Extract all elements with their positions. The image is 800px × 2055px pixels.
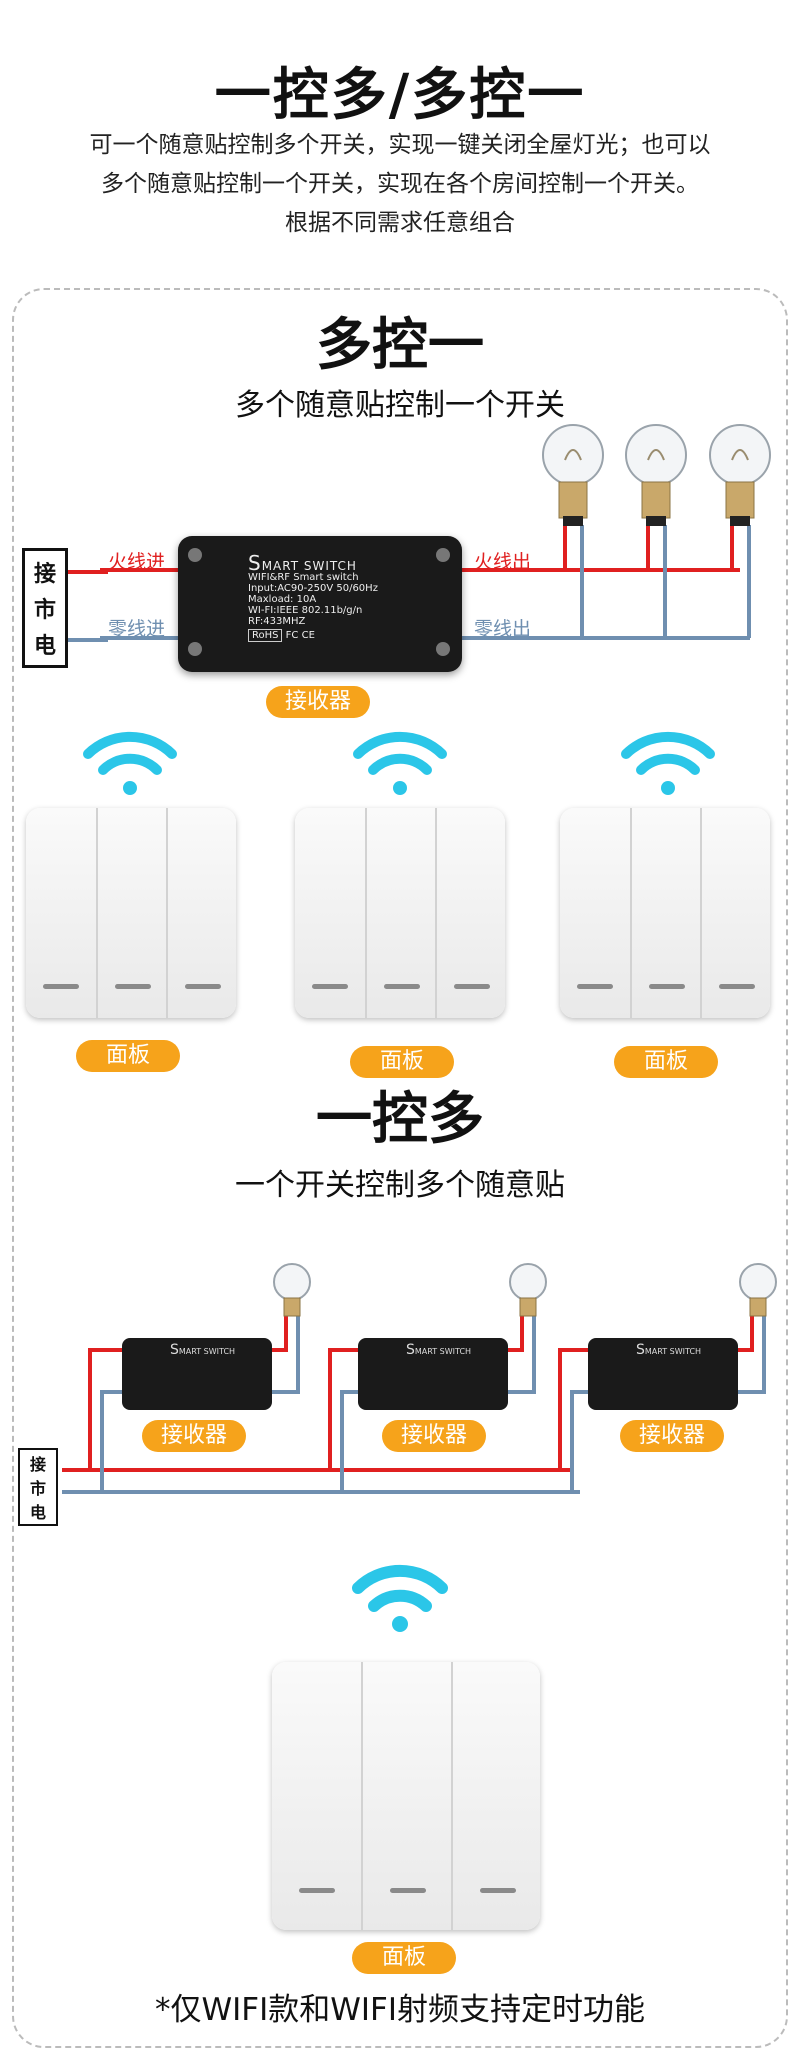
receiver-device: SMART SWITCH [588,1338,738,1410]
bulb-icon [709,424,771,526]
wifi-icon [83,731,177,795]
neutral-out-label: 零线出 [474,618,532,640]
receiver-tag: 接收器 [142,1420,246,1452]
receiver-tag: 接收器 [382,1420,486,1452]
bulb-icon [739,1263,777,1317]
wall-switch-panel[interactable] [26,808,236,1018]
description-line-1: 可一个随意贴控制多个开关，实现一键关闭全屋灯光；也可以 [89,132,711,158]
wall-switch-panel[interactable] [560,808,770,1018]
section-a-subtitle: 多个随意贴控制一个开关 [235,388,565,423]
page-title: 一控多/多控一 [214,63,586,128]
bulb-icon [625,424,687,526]
content-panel [12,288,788,2048]
receiver-device: SMART SWITCH [358,1338,508,1410]
receiver-tag: 接收器 [266,686,370,718]
wifi-icon [353,731,447,795]
mains-power-box: 接 市 电 [22,548,68,668]
bulb-icon [509,1263,547,1317]
bulb-wires [563,525,751,638]
section-b-title: 一控多 [316,1087,484,1152]
receiver-device: SMART SWITCH WIFI&RF Smart switch Input:… [178,536,462,672]
wiring-diagram-b [62,1263,777,1494]
section-a-title: 多控一 [316,313,484,378]
panel-tag: 面板 [614,1046,718,1078]
description-line-3: 根据不同需求任意组合 [285,210,515,236]
panel-tag: 面板 [350,1046,454,1078]
description-line-2: 多个随意贴控制一个开关，实现在各个房间控制一个开关。 [101,171,699,197]
wifi-icon [621,731,715,795]
wifi-icons-row-a [83,731,715,795]
live-out-label: 火线出 [474,551,532,573]
wifi-icon [352,1564,448,1632]
wall-switch-panel[interactable] [295,808,505,1018]
bulb-icon [273,1263,311,1317]
footer-note: *仅WIFI款和WIFI射频支持定时功能 [154,1992,646,2028]
receiver-tag: 接收器 [620,1420,724,1452]
section-b-subtitle: 一个开关控制多个随意贴 [235,1168,565,1203]
neutral-in-label: 零线进 [108,618,166,640]
panel-tag: 面板 [76,1040,180,1072]
wiring-diagram-a [100,424,771,640]
panel-tag: 面板 [352,1942,456,1974]
live-in-label: 火线进 [108,551,166,573]
mains-power-box: 接 市 电 [18,1448,58,1526]
wall-switch-panel[interactable] [272,1662,540,1930]
bulb-icon [542,424,604,526]
receiver-device: SMART SWITCH [122,1338,272,1410]
